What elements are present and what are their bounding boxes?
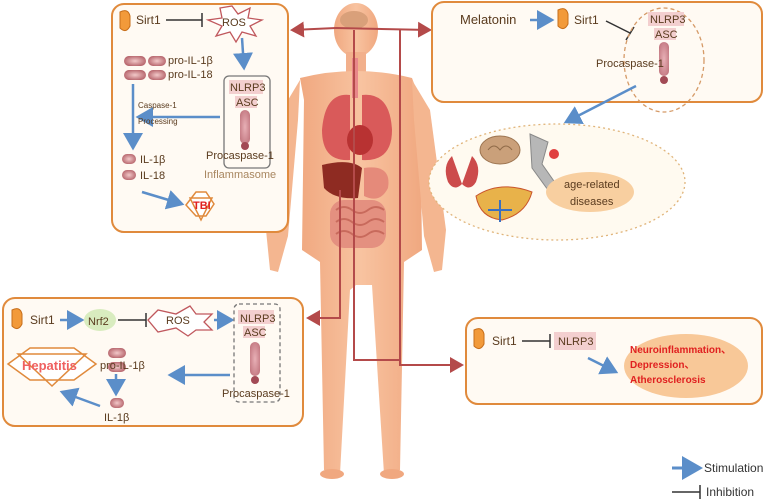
asc-label: ASC [244, 327, 267, 339]
procaspase-label: Procaspase-1 [222, 388, 290, 400]
nrf2-label: Nrf2 [88, 316, 109, 328]
il1b-label: IL-1β [104, 412, 129, 424]
ros-label: ROS [222, 17, 246, 29]
pro-il18-label: pro-IL-18 [168, 69, 213, 81]
tbi-star-icon [185, 191, 215, 222]
sirt1-icon [11, 308, 23, 330]
sirt1-icon [473, 328, 485, 350]
il1b-label: IL-1β [140, 154, 165, 166]
nlrp3-label: NLRP3 [650, 14, 685, 26]
hepatitis-star-icon [6, 347, 98, 388]
panel-melatonin: Melatonin Sirt1 NLRP3 ASC Procaspase-1 [431, 1, 763, 113]
tbi-label: TBI [193, 200, 211, 212]
age-related-diseases-group: age-related diseases [428, 123, 686, 241]
sirt1-label: Sirt1 [136, 13, 161, 27]
panel-tbi: Sirt1 ROS pro-IL-1β pro-IL-18 NLRP3 ASC … [111, 3, 289, 233]
ros-starburst [147, 305, 214, 337]
panel-hepatitis: Sirt1 Nrf2 ROS NLRP3 ASC Procaspase-1 He… [2, 297, 304, 427]
pro-il1b-label: pro-IL-1β [100, 360, 145, 372]
sirt1-label: Sirt1 [30, 313, 55, 327]
asc-label: ASC [236, 97, 259, 109]
hepatitis-label: Hepatitis [22, 358, 77, 373]
age-related-label-2: diseases [570, 196, 614, 208]
panel-neuroinflammation: Sirt1 NLRP3 Neuroinflammation、 Depressio… [465, 317, 763, 405]
procaspase-label: Procaspase-1 [206, 150, 274, 162]
sirt1-label: Sirt1 [574, 13, 599, 27]
legend: Stimulation Inhibition [672, 456, 763, 499]
caspase-processing-label-2: Processing [138, 117, 178, 126]
inflammasome-box [233, 303, 281, 403]
inflammasome-dashed-ring [623, 7, 705, 113]
body-connectors [290, 21, 464, 373]
sirt1-icon [557, 8, 569, 30]
ros-starburst [205, 5, 265, 44]
legend-stimulation: Stimulation [704, 461, 763, 475]
asc-label: ASC [655, 29, 678, 41]
inflammasome-label: Inflammasome [204, 169, 276, 181]
disease-label-3: Atherosclerosis [630, 375, 706, 386]
pro-il18-protein-icon [124, 70, 146, 80]
legend-inhibition: Inhibition [706, 485, 754, 499]
nrf2-ellipse [84, 309, 116, 331]
sirt1-icon [119, 10, 131, 32]
sirt1-label: Sirt1 [492, 334, 517, 348]
lungs-icon [445, 156, 479, 188]
disease-label-1: Neuroinflammation、 [630, 345, 731, 356]
nlrp3-label: NLRP3 [240, 313, 275, 325]
inflammasome-box [223, 75, 271, 169]
ros-label: ROS [166, 315, 190, 327]
il18-label: IL-18 [140, 170, 165, 182]
pro-il1b-label: pro-IL-1β [168, 55, 213, 67]
nlrp3-label: NLRP3 [558, 336, 593, 348]
procaspase-label: Procaspase-1 [596, 58, 664, 70]
disease-label-2: Depression、 [630, 360, 694, 371]
nlrp3-label: NLRP3 [230, 82, 265, 94]
pro-il1b-protein-icon [124, 56, 146, 66]
melatonin-label: Melatonin [460, 12, 516, 27]
caspase-processing-label-1: Caspase-1 [138, 101, 177, 110]
age-related-label-1: age-related [564, 179, 620, 191]
pancreas-icon [475, 186, 533, 221]
